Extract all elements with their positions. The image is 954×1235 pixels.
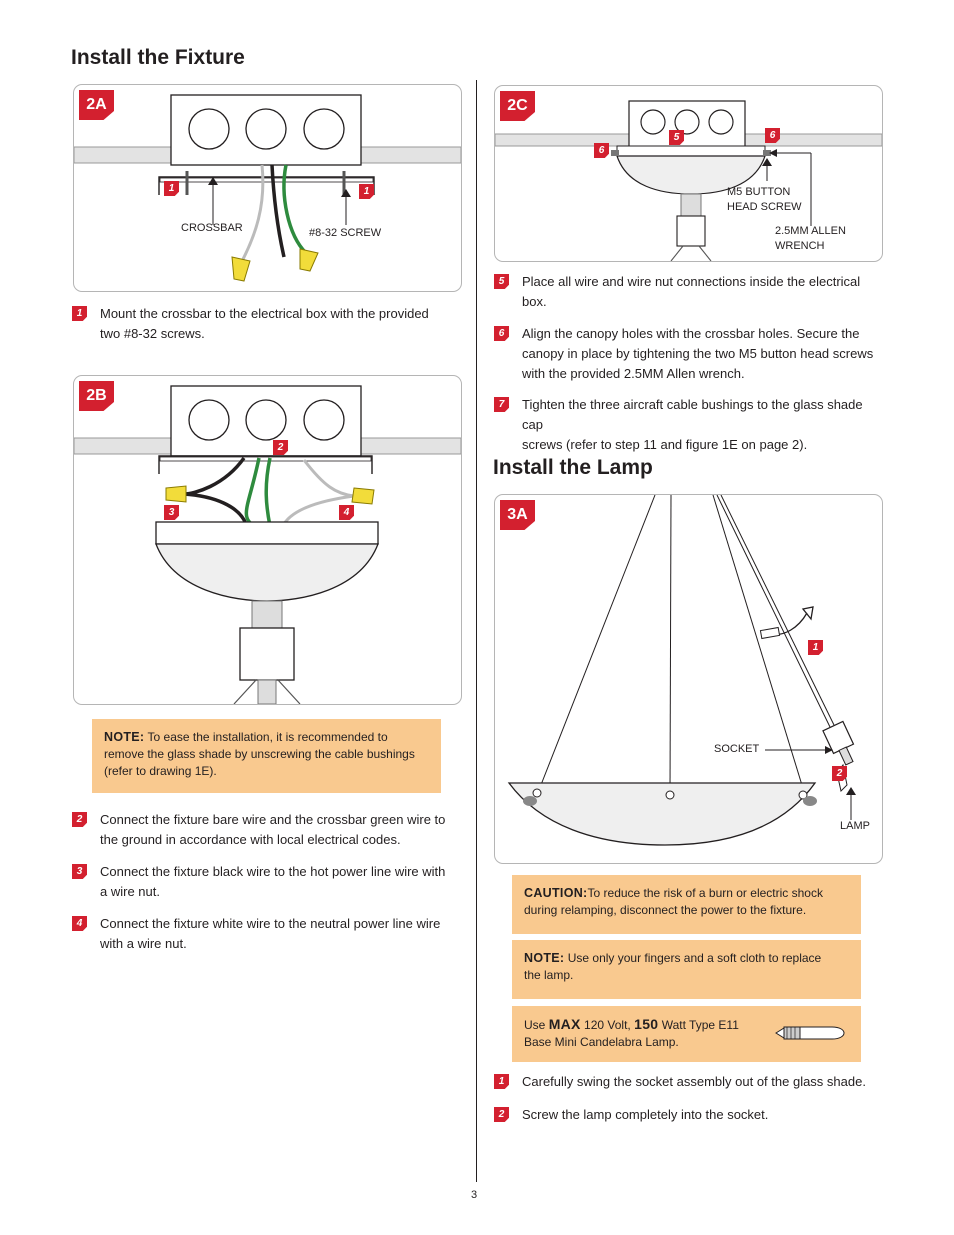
step-marker-6: 6 (594, 143, 609, 158)
step-text: two #8-32 screws. (100, 326, 205, 341)
note-box: NOTE: To ease the installation, it is re… (92, 719, 441, 793)
label-screw: #8-32 SCREW (309, 227, 382, 239)
caution-label: CAUTION: (524, 886, 588, 900)
step-text: Connect the fixture black wire to the ho… (100, 864, 446, 879)
figure-3a: 3A 1 2 SOCKET LAMP (494, 494, 883, 864)
figure-2b: 2B 2 3 4 (73, 375, 462, 705)
step-marker-1: 1 (72, 306, 87, 321)
lamp-spec-line2: Base Mini Candelabra Lamp. (524, 1035, 679, 1049)
step-marker-2: 2 (72, 812, 87, 827)
step-marker-3: 3 (72, 864, 87, 879)
step-text: with the provided 2.5MM Allen wrench. (522, 366, 745, 381)
step-marker-5: 5 (669, 130, 684, 145)
lamp-spec-type: Watt Type E11 (661, 1018, 739, 1032)
note-label: NOTE: (104, 730, 145, 744)
label-allen-wrench: 2.5MM ALLEN WRENCH (775, 225, 846, 252)
step-marker-6: 6 (765, 128, 780, 143)
column-divider (476, 80, 477, 1182)
label-lamp: LAMP (840, 820, 870, 832)
step-marker-2: 2 (832, 766, 847, 781)
lamp-spec-use: Use (524, 1018, 546, 1032)
figure-2c: 2C 6 5 6 M5 BUTTON HEAD SCREW 2.5MM ALLE… (494, 85, 883, 262)
figure-2c-drawing (495, 100, 882, 261)
step-marker-5: 5 (494, 274, 509, 289)
step-text: screws (refer to step 11 and figure 1E o… (522, 437, 808, 452)
step-marker-1: 1 (808, 640, 823, 655)
figure-tag-2a: 2A (79, 90, 114, 120)
step-text: canopy in place by tightening the two M5… (522, 346, 874, 361)
step-text: with a wire nut. (100, 936, 187, 951)
figure-2a: 2A 1 1 CROSSBAR #8-32 SCREW (73, 84, 462, 292)
step-marker-3: 3 (164, 505, 179, 520)
step-text: Screw the lamp completely into the socke… (522, 1107, 769, 1122)
figure-3a-drawing (507, 495, 856, 846)
figure-tag-2c: 2C (500, 91, 535, 121)
step-marker-4: 4 (72, 916, 87, 931)
label-socket: SOCKET (714, 743, 760, 755)
step-text: the ground in accordance with local elec… (100, 832, 401, 847)
lamp-spec-box: Use MAX 120 Volt, 150 Watt Type E11 Base… (512, 1006, 861, 1062)
section-title-fixture: Install the Fixture (71, 46, 245, 69)
step-text: Connect the fixture bare wire and the cr… (100, 812, 446, 827)
step-marker-7: 7 (494, 397, 509, 412)
caution-box: CAUTION:To reduce the risk of a burn or … (512, 875, 861, 934)
step-text: Carefully swing the socket assembly out … (522, 1074, 866, 1089)
step-text: Align the canopy holes with the crossbar… (522, 326, 860, 341)
step-text: Place all wire and wire nut connections … (522, 274, 861, 289)
step-marker-1: 1 (494, 1074, 509, 1089)
caution-text: during relamping, disconnect the power t… (524, 903, 807, 917)
section-title-lamp: Install the Lamp (493, 456, 653, 479)
figure-tag-3a: 3A (500, 500, 535, 530)
lamp-spec-volt: 120 Volt, (584, 1018, 631, 1032)
step-marker-2: 2 (494, 1107, 509, 1122)
figure-tag-2b: 2B (79, 381, 114, 411)
step-marker-2: 2 (273, 440, 288, 455)
step-text: Mount the crossbar to the electrical box… (100, 306, 429, 321)
step-marker-1: 1 (164, 181, 179, 196)
note-box-lamp: NOTE: Use only your fingers and a soft c… (512, 940, 861, 999)
figure-2b-drawing (74, 385, 461, 704)
lamp-spec-max: MAX (548, 1016, 581, 1032)
note-text: remove the glass shade by unscrewing the… (104, 747, 415, 761)
page-number: 3 (471, 1189, 478, 1201)
step-text: a wire nut. (100, 884, 160, 899)
step-marker-6: 6 (494, 326, 509, 341)
caution-text: To reduce the risk of a burn or electric… (587, 886, 823, 900)
bulb-icon (775, 1026, 845, 1040)
step-text: Tighten the three aircraft cable bushing… (522, 397, 863, 432)
note-text: Use only your fingers and a soft cloth t… (567, 951, 822, 965)
step-marker-1: 1 (359, 184, 374, 199)
step-text: box. (522, 294, 547, 309)
step-text: Connect the fixture white wire to the ne… (100, 916, 441, 931)
note-text: the lamp. (524, 968, 574, 982)
label-button-screw: M5 BUTTON HEAD SCREW (727, 186, 802, 213)
label-crossbar: CROSSBAR (181, 222, 243, 234)
step-marker-4: 4 (339, 505, 354, 520)
note-text: (refer to drawing 1E). (104, 764, 217, 778)
note-label: NOTE: (524, 951, 565, 965)
lamp-spec-watt: 150 (634, 1016, 659, 1032)
note-text: To ease the installation, it is recommen… (147, 730, 388, 744)
figure-2a-drawing (74, 94, 461, 282)
